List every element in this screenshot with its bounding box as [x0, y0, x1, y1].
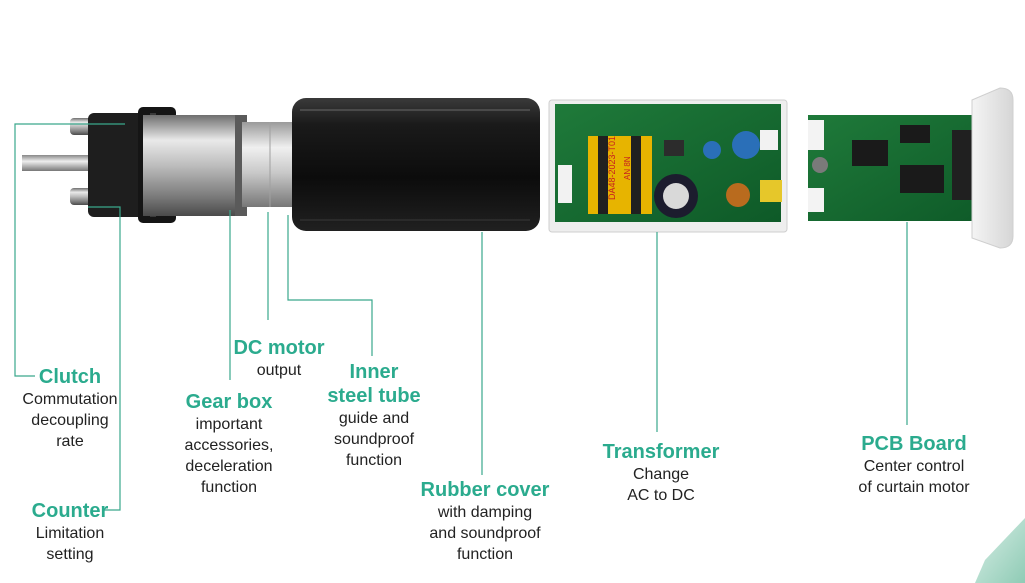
label-gearbox-line-2: accessories, [164, 435, 294, 456]
label-inner-steel-tube-line-2: soundproof [309, 429, 439, 450]
label-gearbox-line-1: important [164, 414, 294, 435]
gear-box-cylinder [143, 115, 245, 216]
label-clutch: Clutch Commutation decoupling rate [5, 365, 135, 452]
label-rubber-cover-line-2: and soundproof [405, 523, 565, 544]
label-transformer-line-2: AC to DC [586, 485, 736, 506]
label-counter-line-2: setting [5, 544, 135, 565]
label-inner-steel-tube-line-1: guide and [309, 408, 439, 429]
label-rubber-cover-line-3: function [405, 544, 565, 565]
label-gearbox-line-4: function [164, 477, 294, 498]
end-cap [972, 88, 1013, 248]
label-transformer-line-1: Change [586, 464, 736, 485]
label-dc-motor-title: DC motor [214, 336, 344, 360]
label-pcb-board: PCB Board Center control of curtain moto… [834, 432, 994, 498]
label-counter-title: Counter [5, 499, 135, 523]
label-inner-steel-tube-title-1: Inner [309, 360, 439, 384]
rubber-cover [292, 98, 540, 231]
label-gearbox: Gear box important accessories, decelera… [164, 390, 294, 498]
leader-inner-tube [288, 215, 372, 356]
label-inner-steel-tube-line-3: function [309, 450, 439, 471]
label-transformer-title: Transformer [586, 440, 736, 464]
corner-decoration [975, 518, 1025, 583]
label-rubber-cover-title: Rubber cover [405, 478, 565, 502]
label-clutch-line-3: rate [5, 431, 135, 452]
transformer-chip-marking: DA48-2023-T01 [607, 136, 617, 200]
label-rubber-cover-line-1: with damping [405, 502, 565, 523]
label-gearbox-line-3: deceleration [164, 456, 294, 477]
label-counter: Counter Limitation setting [5, 499, 135, 565]
label-transformer: Transformer Change AC to DC [586, 440, 736, 506]
label-rubber-cover: Rubber cover with damping and soundproof… [405, 478, 565, 565]
transformer-small-marking: AN 8N [623, 156, 632, 180]
label-clutch-line-2: decoupling [5, 410, 135, 431]
label-pcb-board-line-2: of curtain motor [834, 477, 994, 498]
label-pcb-board-line-1: Center control [834, 456, 994, 477]
output-shaft [22, 155, 97, 171]
leader-counter [88, 207, 120, 510]
motor-assembly-illustration [22, 98, 540, 231]
transformer-core [588, 136, 652, 214]
label-inner-steel-tube: Inner steel tube guide and soundproof fu… [309, 360, 439, 471]
label-gearbox-title: Gear box [164, 390, 294, 414]
label-pcb-board-title: PCB Board [834, 432, 994, 456]
label-clutch-line-1: Commutation [5, 389, 135, 410]
pcb-board-illustration [808, 88, 1013, 248]
label-counter-line-1: Limitation [5, 523, 135, 544]
label-clutch-title: Clutch [5, 365, 135, 389]
label-inner-steel-tube-title-2: steel tube [309, 384, 439, 408]
transformer-board-illustration: DA48-2023-T01 AN 8N [549, 100, 787, 232]
